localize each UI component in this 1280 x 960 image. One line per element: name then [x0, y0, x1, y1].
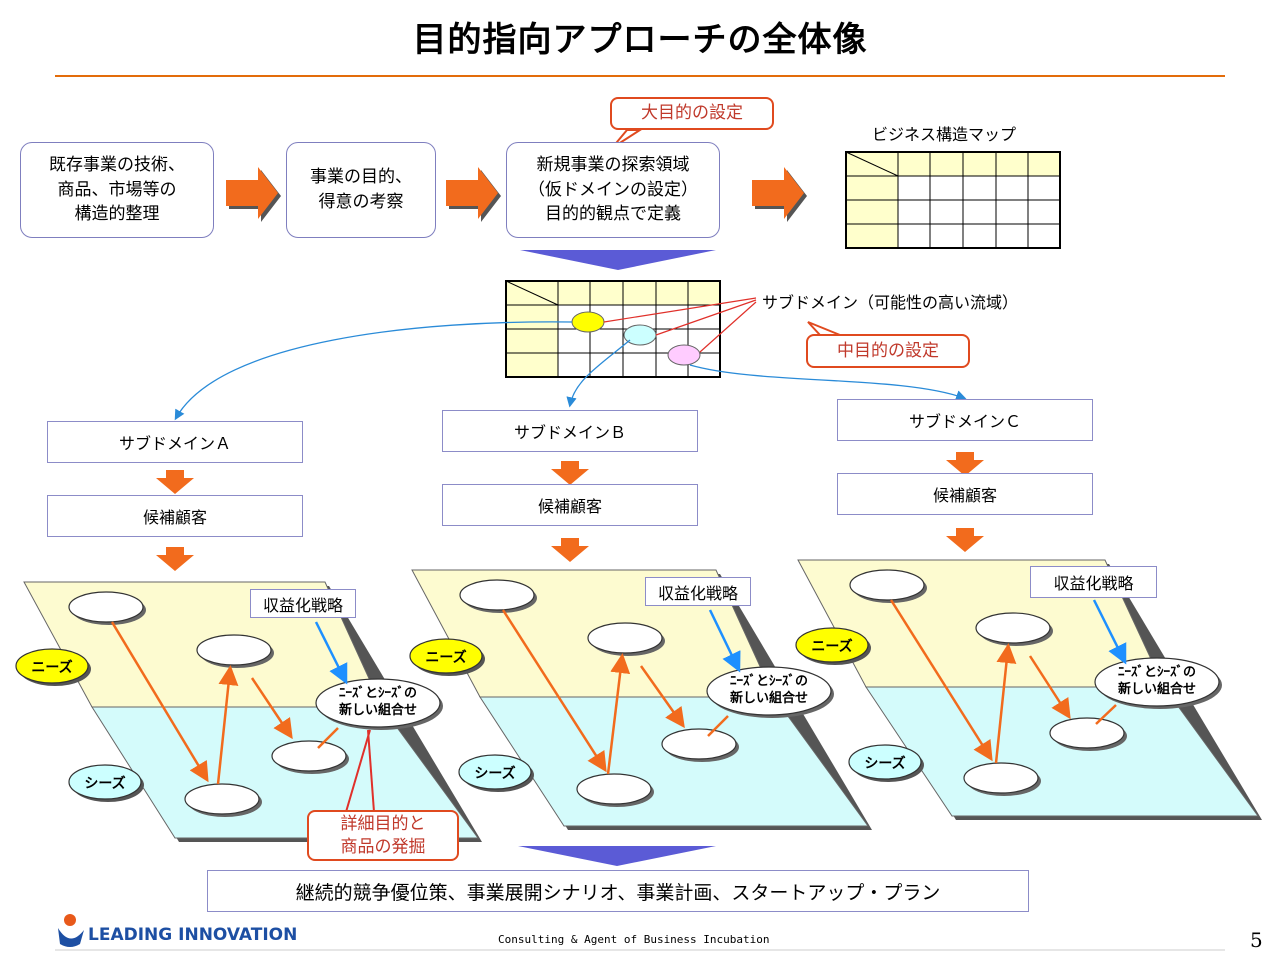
- small-down-arrows: [156, 452, 984, 571]
- revenue-strategy-b: 収益化戦略: [645, 577, 751, 606]
- customer-a-box: 候補顧客: [47, 495, 303, 537]
- needs-badge-a: ニーズ: [31, 660, 73, 676]
- node-ellipses: [68, 569, 1222, 817]
- title-rule: [55, 75, 1225, 77]
- combo-label-b: ﾆｰｽﾞとｼｰｽﾞの 新しい組合せ: [707, 674, 831, 708]
- needs-badge-b: ニーズ: [425, 650, 467, 666]
- subdomain-label: サブドメイン（可能性の高い流域）: [762, 293, 1019, 312]
- combo-a-line1: ﾆｰｽﾞとｼｰｽﾞの: [338, 686, 417, 701]
- page-title: 目的指向アプローチの全体像: [412, 20, 868, 60]
- flow-arrow-2: [446, 167, 501, 222]
- summary-box: 継続的競争優位策、事業展開シナリオ、事業計画、スタートアップ・プラン: [207, 870, 1029, 912]
- subdomain-connectors: [174, 321, 967, 421]
- flow-arrow-1: [226, 167, 281, 222]
- logo-text: LEADING INNOVATION: [88, 925, 298, 945]
- page-number: 5: [1250, 928, 1263, 952]
- subdomain-grid: [505, 280, 721, 378]
- revenue-strategy-c: 収益化戦略: [1030, 566, 1157, 598]
- customer-c-box: 候補顧客: [837, 473, 1093, 515]
- callout-detail: 詳細目的と 商品の発掘: [307, 810, 459, 861]
- footer-tagline: Consulting & Agent of Business Incubatio…: [498, 933, 770, 946]
- callout-mid-purpose: 中目的の設定: [806, 334, 970, 368]
- detail-pointers: [345, 729, 375, 813]
- seeds-badge-a: シーズ: [84, 776, 126, 792]
- combo-label-a: ﾆｰｽﾞとｼｰｽﾞの 新しい組合せ: [316, 686, 440, 720]
- combo-a-line2: 新しい組合せ: [338, 702, 417, 718]
- seeds-badge-c: シーズ: [864, 756, 906, 772]
- business-map-grid: [845, 151, 1061, 249]
- customer-b-box: 候補顧客: [442, 484, 698, 526]
- badges: [15, 627, 924, 802]
- subdomain-pointers: [603, 297, 757, 353]
- subdomain-c-box: サブドメインＣ: [837, 399, 1093, 441]
- flow-box-exploration: 新規事業の探索領域 （仮ドメインの設定） 目的的観点で定義: [506, 142, 720, 238]
- seeds-badge-b: シーズ: [474, 766, 516, 782]
- callout-big-purpose: 大目的の設定: [610, 97, 774, 130]
- flow-arrow-3: [752, 167, 807, 222]
- flow-box-purpose: 事業の目的、 得意の考察: [286, 142, 436, 238]
- down-chevron-2: [518, 846, 716, 866]
- combo-c-line1: ﾆｰｽﾞとｼｰｽﾞの: [1117, 665, 1196, 680]
- combo-c-line2: 新しい組合せ: [1117, 681, 1196, 697]
- combo-label-c: ﾆｰｽﾞとｼｰｽﾞの 新しい組合せ: [1095, 665, 1219, 699]
- down-chevron-1: [520, 250, 716, 270]
- flow-box-existing: 既存事業の技術、 商品、市場等の 構造的整理: [20, 142, 214, 238]
- revenue-strategy-a: 収益化戦略: [250, 589, 356, 618]
- node-arrows: [110, 599, 1117, 785]
- combo-b-line1: ﾆｰｽﾞとｼｰｽﾞの: [729, 674, 808, 689]
- needs-badge-c: ニーズ: [811, 639, 853, 655]
- business-map-label: ビジネス構造マップ: [872, 125, 1017, 144]
- logo-mark: [58, 914, 84, 947]
- revenue-arrows: [314, 599, 1127, 685]
- subdomain-a-box: サブドメインＡ: [47, 421, 303, 463]
- combo-b-line2: 新しい組合せ: [729, 690, 808, 706]
- subdomain-b-box: サブドメインＢ: [442, 410, 698, 452]
